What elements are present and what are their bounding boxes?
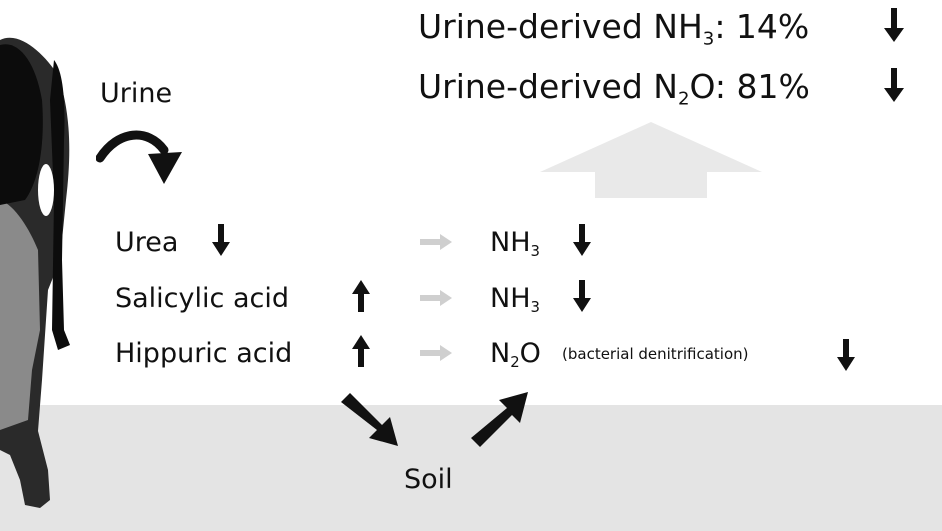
cow-illustration <box>0 37 70 508</box>
hippuric-increase-arrow-icon <box>352 335 370 367</box>
from-soil-arrow-icon <box>471 392 528 447</box>
nh3-result-label: Urine-derived NH3: 14% <box>418 7 810 50</box>
hippuric-conversion-arrow-icon <box>420 345 452 361</box>
nh3-salicylic-decrease-arrow-icon <box>573 280 591 312</box>
product-n2o-hippuric: N2O <box>490 338 541 372</box>
nh3-urea-decrease-arrow-icon <box>573 224 591 256</box>
compound-hippuric-label: Hippuric acid <box>115 338 293 369</box>
urine-label: Urine <box>100 78 173 109</box>
product-nh3-urea: NH3 <box>490 227 540 261</box>
salicylic-conversion-arrow-icon <box>420 290 452 306</box>
ground-band <box>0 405 942 531</box>
salicylic-increase-arrow-icon <box>352 280 370 312</box>
product-nh3-salicylic: NH3 <box>490 283 540 317</box>
urine-curved-arrow-icon <box>96 130 182 184</box>
soil-label: Soil <box>404 464 453 495</box>
compound-urea-label: Urea <box>115 227 179 258</box>
to-soil-arrow-icon <box>341 393 398 446</box>
n2o-decrease-arrow-icon <box>884 68 904 102</box>
urea-conversion-arrow-icon <box>420 234 452 250</box>
urea-decrease-arrow-icon <box>212 224 230 256</box>
n2o-result-label: Urine-derived N2O: 81% <box>418 67 810 110</box>
emission-up-arrow-icon <box>540 122 762 198</box>
n2o-hippuric-decrease-arrow-icon <box>837 339 855 371</box>
denitrification-note: (bacterial denitrification) <box>562 345 749 363</box>
nh3-decrease-arrow-icon <box>884 8 904 42</box>
compound-salicylic-label: Salicylic acid <box>115 283 289 314</box>
